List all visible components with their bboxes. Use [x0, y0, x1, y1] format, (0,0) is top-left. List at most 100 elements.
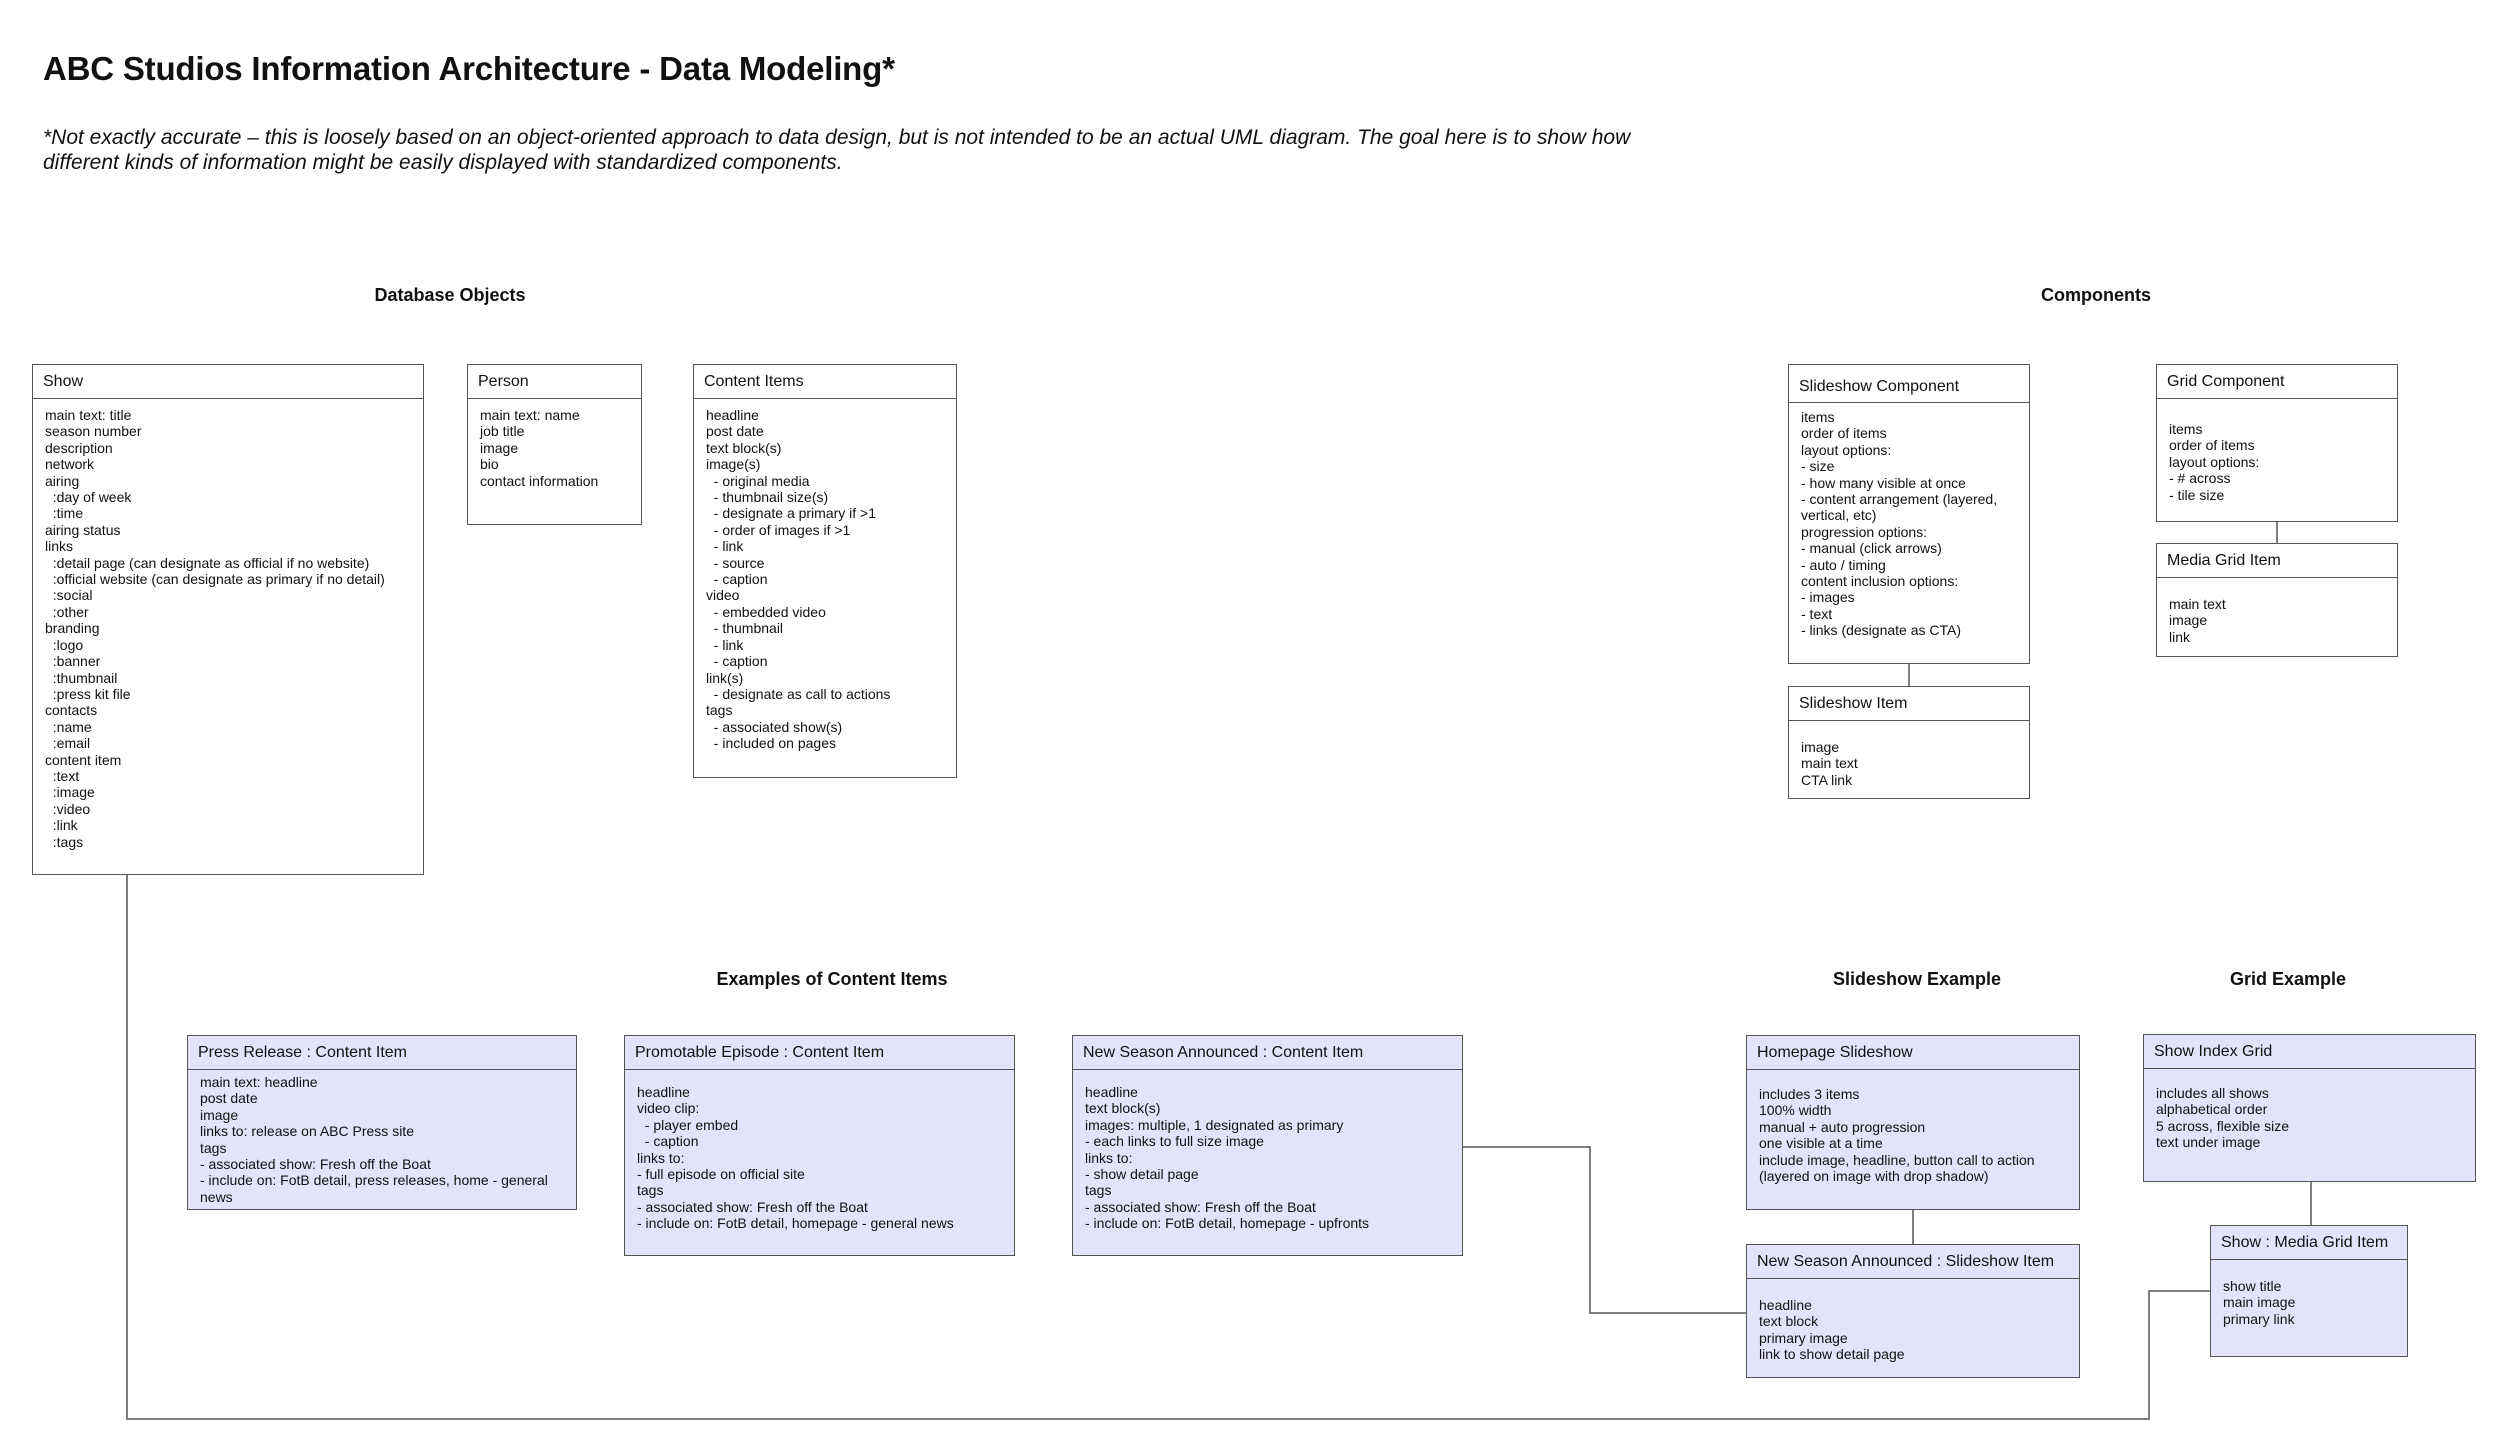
box-line: main text: name — [480, 407, 580, 423]
box-line: bio — [480, 456, 499, 473]
box-line: season number — [45, 423, 142, 440]
box-title: Grid Component — [2157, 365, 2397, 399]
box-line: main text — [2169, 596, 2226, 612]
box-line: - designate as call to actions — [706, 685, 891, 702]
box-line: :thumbnail — [45, 669, 118, 686]
box-line: CTA link — [1801, 771, 1853, 788]
box-line: - associated show: Fresh off the Boat — [200, 1156, 431, 1173]
box-title: Content Items — [694, 365, 956, 399]
connector-show-to-show-media-grid-item — [126, 874, 2210, 1420]
box-line: links to: — [637, 1149, 685, 1166]
box-line: :video — [45, 800, 91, 817]
box-line: - original media — [706, 472, 810, 489]
box-line: content inclusion options: — [1801, 573, 1959, 590]
box-line: image(s) — [706, 456, 761, 473]
box-line: text under image — [2156, 1134, 2261, 1151]
box-line: includes 3 items — [1759, 1086, 1860, 1102]
box-line: tags — [1085, 1182, 1112, 1199]
box-line: include image, headline, button call to … — [1759, 1151, 2035, 1168]
new-season-slideshow-item-box: New Season Announced : Slideshow Item he… — [1746, 1244, 2080, 1378]
box-line: :other — [45, 603, 89, 620]
box-line: links — [45, 538, 74, 555]
press-release-example-box: Press Release : Content Item main text: … — [187, 1035, 577, 1210]
box-line: post date — [200, 1090, 258, 1107]
box-line: links to: — [1085, 1149, 1133, 1166]
box-line: image — [2169, 612, 2208, 629]
box-line: 100% width — [1759, 1102, 1832, 1119]
box-title: Media Grid Item — [2157, 544, 2397, 578]
box-line: link(s) — [706, 669, 744, 686]
box-title: Press Release : Content Item — [188, 1036, 576, 1070]
box-line: - include on: FotB detail, press release… — [200, 1172, 548, 1189]
box-line: - player embed — [637, 1116, 739, 1133]
box-line: manual + auto progression — [1759, 1118, 1926, 1135]
box-line: :logo — [45, 636, 84, 653]
page-footnote: *Not exactly accurate – this is loosely … — [43, 126, 1631, 174]
box-line: link to show detail page — [1759, 1346, 1905, 1363]
box-line: airing status — [45, 521, 121, 538]
box-line: link — [2169, 628, 2191, 645]
box-line: one visible at a time — [1759, 1135, 1883, 1152]
box-line: image — [200, 1106, 239, 1123]
box-line: :social — [45, 587, 93, 604]
box-line: headline — [1085, 1084, 1138, 1100]
box-line: airing — [45, 472, 80, 489]
box-line: order of items — [1801, 425, 1887, 442]
box-title: Show — [33, 365, 423, 399]
box-line: :name — [45, 718, 92, 735]
box-line: - associated show: Fresh off the Boat — [1085, 1198, 1316, 1215]
box-line: :text — [45, 767, 80, 784]
box-line: - manual (click arrows) — [1801, 540, 1942, 557]
box-line: tags — [706, 702, 733, 719]
box-line: layout options: — [1801, 441, 1892, 458]
box-line: show title — [2223, 1278, 2282, 1294]
box-line: - include on: FotB detail, homepage - ge… — [637, 1215, 954, 1232]
box-title: Slideshow Item — [1789, 687, 2029, 721]
box-line: - source — [706, 554, 765, 571]
box-title: Homepage Slideshow — [1747, 1036, 2079, 1070]
box-line: image — [1801, 739, 1840, 755]
box-line: description — [45, 439, 113, 456]
new-season-content-item-box: New Season Announced : Content Item head… — [1072, 1035, 1463, 1256]
box-line: contact information — [480, 472, 599, 489]
box-line: - images — [1801, 589, 1855, 606]
box-line: :official website (can designate as prim… — [45, 571, 385, 588]
box-line: text block(s) — [706, 439, 782, 456]
box-line: contacts — [45, 702, 98, 719]
box-line: video clip: — [637, 1100, 700, 1117]
box-line: alphabetical order — [2156, 1101, 2268, 1118]
connector-new-season-content-to-slide — [1463, 1146, 1746, 1314]
box-line: items — [2169, 421, 2203, 437]
box-line: - associated show: Fresh off the Boat — [637, 1198, 868, 1215]
box-line: vertical, etc) — [1801, 507, 1877, 524]
box-line: - link — [706, 636, 744, 653]
box-line: :email — [45, 735, 91, 752]
box-line: - each links to full size image — [1085, 1133, 1264, 1150]
box-line: main text — [1801, 755, 1858, 772]
box-title: Show : Media Grid Item — [2211, 1226, 2407, 1260]
box-line: main text: headline — [200, 1074, 318, 1090]
box-line: main image — [2223, 1294, 2296, 1311]
box-line: - include on: FotB detail, homepage - up… — [1085, 1215, 1370, 1232]
box-line: includes all shows — [2156, 1085, 2269, 1101]
box-line: - size — [1801, 458, 1835, 475]
box-line: :banner — [45, 653, 101, 670]
box-line: - # across — [2169, 470, 2231, 487]
box-line: - text — [1801, 605, 1833, 622]
box-line: post date — [706, 423, 764, 440]
box-line: :day of week — [45, 489, 132, 506]
box-line: tags — [200, 1139, 227, 1156]
